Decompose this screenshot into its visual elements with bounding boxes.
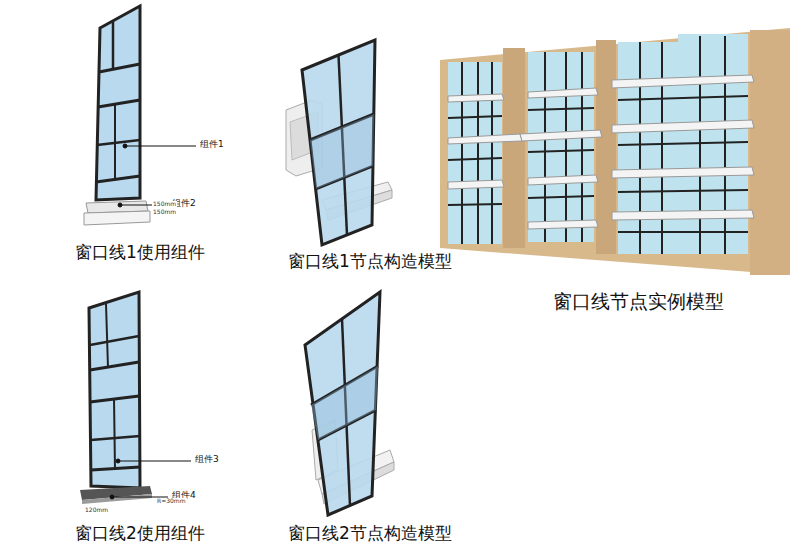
- building-model: [639, 42, 641, 254]
- window-panel-1: [97, 140, 140, 145]
- window-panel-1: [112, 21, 115, 70]
- building-model: [596, 40, 616, 254]
- window-panel-1: [99, 64, 140, 72]
- window-panel-4: [305, 292, 380, 515]
- window-panel-2: [302, 40, 375, 245]
- window-panel-4: [311, 366, 378, 440]
- window-panel-4: [305, 292, 380, 515]
- building-model: [448, 36, 748, 254]
- building-model: [750, 30, 790, 275]
- building-model: [528, 52, 594, 242]
- building-model: [528, 108, 594, 110]
- building-model: [581, 52, 583, 242]
- window-panel-1: [96, 6, 140, 200]
- window-panel-1: [114, 103, 116, 180]
- window-panel-3: [91, 467, 140, 470]
- building-model: [544, 52, 546, 242]
- building-model: [612, 167, 754, 178]
- leader-line: [125, 146, 196, 147]
- window-panel-3: [90, 336, 139, 345]
- building-model: [448, 116, 502, 118]
- window-panel-2: [310, 114, 374, 189]
- caption: 窗口线2节点构造模型: [288, 524, 452, 544]
- building-model: [612, 210, 754, 220]
- window-panel-1: [98, 100, 140, 107]
- building-model: [503, 48, 525, 248]
- building-model: [448, 94, 504, 102]
- building-model: [448, 180, 504, 189]
- window-panel-3: [91, 436, 140, 440]
- window-panel-3: [89, 292, 140, 488]
- part-label: 组件1: [200, 139, 224, 149]
- building-model: [448, 204, 502, 205]
- building-model: [618, 231, 748, 233]
- building-model: [491, 62, 493, 244]
- caption: 窗口线1使用组件: [75, 243, 205, 263]
- building-model: [724, 36, 726, 254]
- building-model: [477, 62, 479, 244]
- sill-component-4: [82, 494, 152, 504]
- window-panel-2: [302, 40, 375, 245]
- building-model: [661, 42, 663, 254]
- building-model: [678, 34, 748, 44]
- building-model: [448, 158, 502, 160]
- building-model: [528, 88, 598, 98]
- building-model: [440, 28, 790, 275]
- window-panel-3: [106, 304, 108, 368]
- window-panel-1: [96, 176, 140, 182]
- caption: 窗口线1节点构造模型: [288, 252, 452, 272]
- building-model: [618, 42, 748, 254]
- dimension: 150mm: [152, 209, 177, 216]
- sill-component-2: [84, 211, 150, 225]
- window-panel-3: [90, 362, 139, 370]
- leader-line: [118, 461, 191, 462]
- building-model: [520, 130, 602, 141]
- part-label: 组件3: [195, 454, 219, 464]
- building-model: [618, 142, 748, 145]
- building-model: [528, 196, 594, 198]
- building-model: [699, 36, 701, 254]
- building-model: [528, 220, 598, 229]
- building-model: [565, 52, 567, 242]
- building-model: [448, 62, 502, 244]
- building-model: [461, 62, 463, 244]
- leader-line: [118, 144, 196, 207]
- building-model: [618, 190, 748, 192]
- building-model: [612, 120, 754, 133]
- dimension: 120mm: [84, 507, 109, 514]
- sill-component-4: [80, 486, 152, 504]
- dimension: 150mm: [152, 201, 177, 208]
- building-model: [448, 75, 754, 229]
- window-panel-1: [96, 6, 140, 200]
- caption: 窗口线节点实例模型: [553, 291, 724, 313]
- window-panel-3: [114, 398, 115, 470]
- window-panel-3: [89, 292, 140, 488]
- building-model: [618, 96, 748, 100]
- building-model: [528, 150, 594, 152]
- building-model: [440, 28, 790, 275]
- building-model: [448, 134, 522, 144]
- caption: 窗口线2使用组件: [75, 524, 205, 544]
- dimension: R=30mm: [156, 498, 187, 505]
- building-model: [528, 175, 598, 185]
- building-model: [612, 75, 754, 88]
